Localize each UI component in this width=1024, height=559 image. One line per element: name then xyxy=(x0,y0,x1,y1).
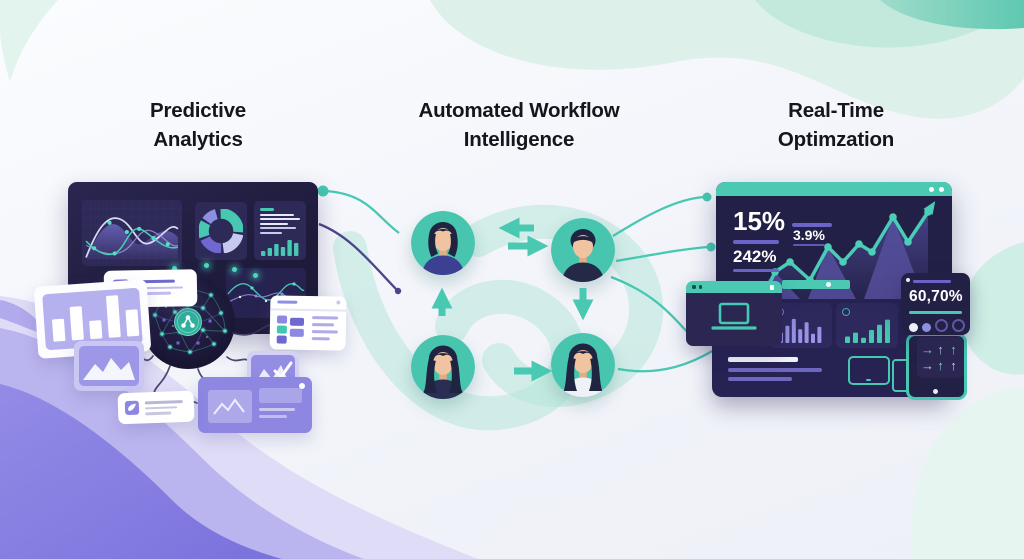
mini-body xyxy=(686,293,782,346)
glow-node xyxy=(172,266,177,271)
white-bar-chart xyxy=(52,295,140,342)
stat-underline xyxy=(793,244,825,246)
kpi-value: 60,70% xyxy=(909,288,963,305)
glow-node xyxy=(204,263,209,268)
stat-underline xyxy=(733,269,779,272)
title-line: Optimzation xyxy=(777,127,895,151)
stat-line xyxy=(260,208,274,211)
text-line xyxy=(259,415,287,418)
dot-filled xyxy=(922,323,931,332)
mountain-chart-card xyxy=(74,341,144,391)
glow-node xyxy=(232,267,237,272)
card-title-line xyxy=(913,280,951,283)
stat-line xyxy=(260,213,294,216)
glow-node xyxy=(253,273,258,278)
stat-line xyxy=(260,231,282,234)
title-automated-workflow: Automated Workflow Intelligence xyxy=(379,97,659,154)
growth-arrow-icon: → xyxy=(921,358,934,374)
growth-arrow-icon: ↑ xyxy=(950,358,957,374)
avatar-bottom-left xyxy=(411,335,475,399)
laptop-icon xyxy=(711,302,757,330)
mountain-chart xyxy=(83,358,135,380)
card-dot xyxy=(299,383,305,389)
window-dots-icon xyxy=(939,186,944,192)
teal-bar-card xyxy=(836,303,898,348)
title-line: Automated Workflow xyxy=(418,99,620,122)
growth-arrow-icon: ↑ xyxy=(937,358,944,374)
thumbnail-panel xyxy=(259,388,302,403)
window-titlebar xyxy=(716,182,952,196)
avatar-top-left xyxy=(411,211,475,275)
mountain-panel xyxy=(79,346,139,386)
card-dot xyxy=(906,278,910,282)
leaf-icon xyxy=(124,400,140,416)
wavy-line-chart xyxy=(82,200,182,266)
title-line: Real-Time xyxy=(788,99,884,122)
connector-dot xyxy=(394,287,402,295)
share-node-icon xyxy=(174,308,202,336)
arrow-grid: →↑↑→↑↑ xyxy=(921,341,960,374)
text-line xyxy=(728,367,822,372)
window-dots-icon xyxy=(692,285,696,289)
title-line: Analytics xyxy=(153,127,243,151)
title-line: Intelligence xyxy=(463,127,575,151)
progress-dot xyxy=(826,282,831,287)
text-line xyxy=(728,377,792,381)
connector-dot xyxy=(706,242,716,252)
donut-chart xyxy=(199,209,243,253)
growth-arrow-icon: ↑ xyxy=(950,341,957,357)
bar-chart-card xyxy=(33,279,152,359)
dot-outline xyxy=(952,319,965,332)
donut-chart-panel xyxy=(195,202,247,260)
title-predictive-analytics: Predictive Analytics xyxy=(78,97,318,154)
avatar-bottom-right xyxy=(551,333,615,397)
media-card xyxy=(198,377,312,433)
text-line xyxy=(259,408,295,411)
thumbnail-panel xyxy=(208,390,252,423)
note-card-small xyxy=(117,390,195,425)
text-line xyxy=(728,357,798,362)
title-realtime-optimization: Real-Time Optimzation xyxy=(716,97,956,154)
growth-arrows-card: →↑↑→↑↑ xyxy=(917,337,964,378)
mini-titlebar xyxy=(686,281,782,293)
mini-bar-chart xyxy=(261,240,299,256)
teal-bar-chart xyxy=(845,319,890,343)
line-chart-panel xyxy=(82,200,182,266)
stat-line xyxy=(260,222,288,225)
connector-dot xyxy=(702,192,712,202)
dot-outline xyxy=(935,319,948,332)
bar-chart-panel xyxy=(42,287,143,351)
stat-medium: 242% xyxy=(733,247,777,266)
kpi-card: 60,70% xyxy=(901,273,970,335)
dot-filled xyxy=(909,323,918,332)
stat-underline xyxy=(733,240,779,244)
connector-dot xyxy=(317,185,329,197)
stat-line xyxy=(260,218,300,220)
purple-bar-chart xyxy=(779,318,822,343)
kpi-dots xyxy=(909,319,969,337)
stat-overline xyxy=(792,223,832,227)
progress-bar xyxy=(782,280,850,289)
tablet-icon xyxy=(848,356,890,385)
window-dots-icon xyxy=(769,285,774,290)
stats-panel xyxy=(254,201,306,260)
bullet-ring xyxy=(842,308,850,316)
title-line: Predictive xyxy=(150,99,246,122)
device-window xyxy=(686,281,782,346)
growth-arrow-icon: → xyxy=(921,341,934,357)
window-dots-icon xyxy=(698,285,702,289)
avatar-top-right xyxy=(551,218,615,282)
stat-small: 3.9% xyxy=(793,227,825,243)
growth-arrow-icon: ↑ xyxy=(937,341,944,357)
stat-line xyxy=(260,227,296,229)
window-dots-icon xyxy=(929,186,934,192)
kpi-underline xyxy=(909,311,962,314)
stat-large: 15% xyxy=(733,206,786,236)
